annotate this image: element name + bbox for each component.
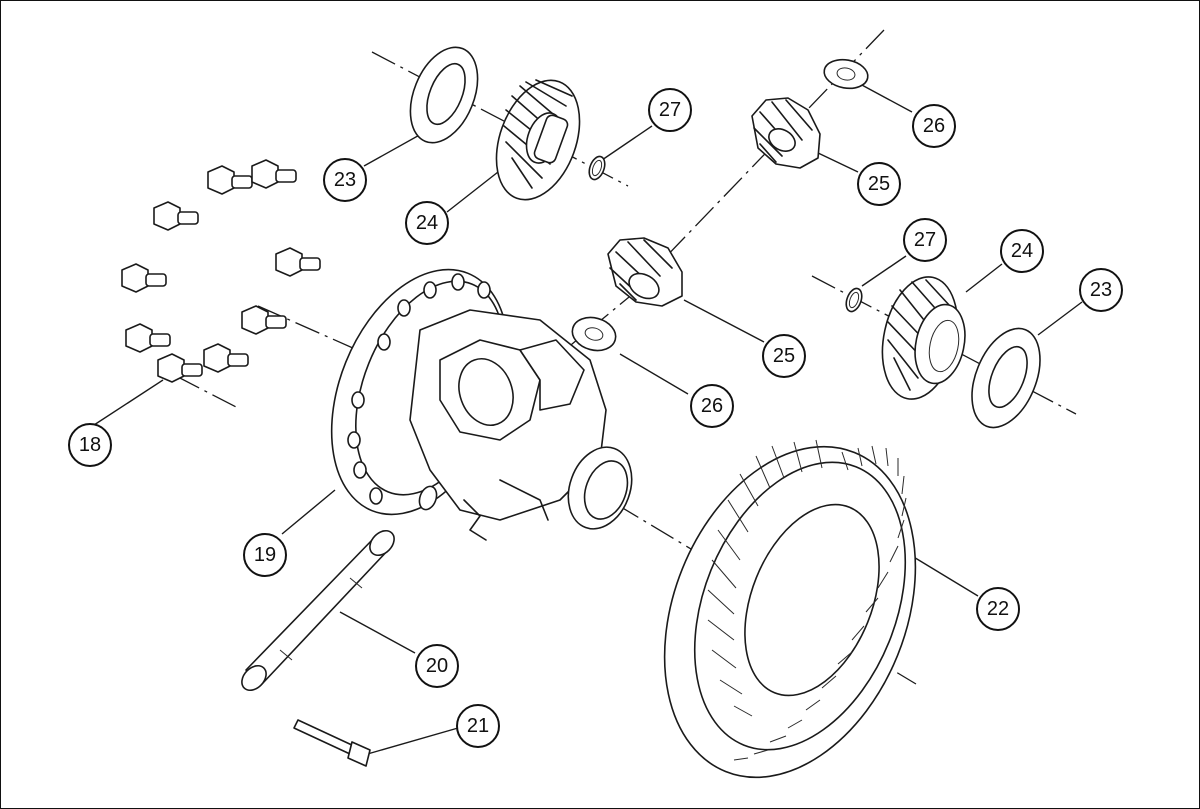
- thrust-washer-26-top: [823, 58, 869, 90]
- pinion-gear-25-mid: [607, 237, 683, 307]
- pinion-gear-25-top: [751, 97, 821, 169]
- thrust-washer-26-mid: [571, 316, 617, 352]
- callout-27-left: 27: [648, 88, 692, 132]
- snap-ring-27-left: [588, 155, 606, 181]
- callout-26-top: 26: [912, 104, 956, 148]
- callout-27-right: 27: [903, 218, 947, 262]
- callout-23-left: 23: [323, 158, 367, 202]
- callout-24-left: 24: [405, 201, 449, 245]
- cross-shaft-20: [241, 529, 395, 692]
- side-gear-24-right: [881, 276, 966, 400]
- callout-23-right: 23: [1079, 268, 1123, 312]
- callout-24-right: 24: [1000, 229, 1044, 273]
- callout-25-top: 25: [857, 162, 901, 206]
- callout-25-mid: 25: [762, 334, 806, 378]
- callout-22: 22: [976, 587, 1020, 631]
- callout-19: 19: [243, 533, 287, 577]
- callout-21: 21: [456, 704, 500, 748]
- side-gear-24-left: [495, 79, 581, 201]
- differential-case-19: [330, 268, 633, 541]
- callout-20: 20: [415, 644, 459, 688]
- thrust-washer-23-right: [971, 327, 1041, 429]
- callout-26-mid: 26: [690, 384, 734, 428]
- ring-gear-22: [663, 439, 917, 779]
- thrust-washer-23-left: [409, 46, 479, 144]
- ring-gear-bolts-18: [121, 159, 321, 383]
- lock-pin-21: [293, 719, 371, 767]
- snap-ring-27-right: [845, 287, 863, 313]
- callout-18: 18: [68, 423, 112, 467]
